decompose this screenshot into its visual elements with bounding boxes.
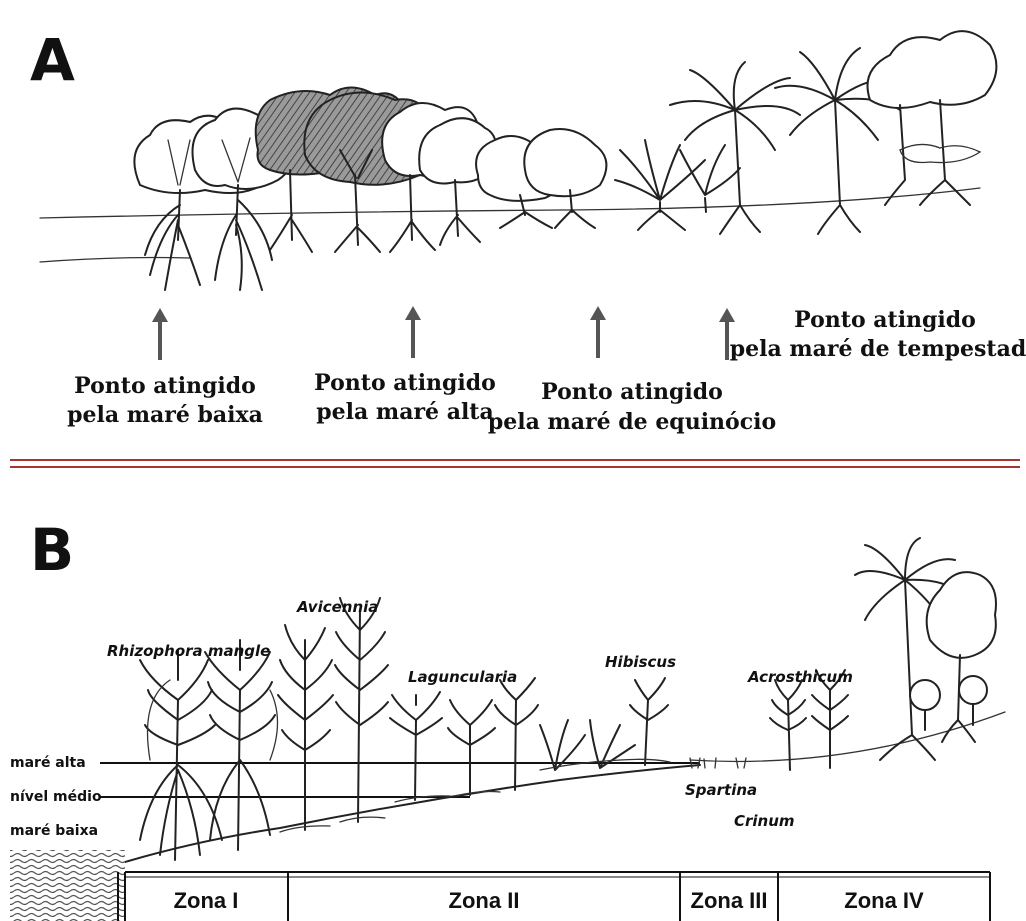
zone-table: Zona I Zona II Zona III Zona IV <box>118 872 990 921</box>
high-tide-label-line2: pela maré alta <box>316 399 493 425</box>
panel-a-equinox-plants <box>615 140 740 230</box>
storm-label-line2: pela maré de tempestade <box>730 336 1026 362</box>
hibiscus-shrubs <box>540 678 670 770</box>
water-block <box>10 850 125 921</box>
label-high-tide: maré alta <box>10 755 86 771</box>
label-mid-level: nível médio <box>10 789 102 805</box>
panel-divider <box>10 460 1020 467</box>
panel-a-arrows <box>152 306 735 360</box>
panel-a-storm-trees <box>868 31 997 205</box>
zone-2-label: Zona II <box>449 888 520 913</box>
panel-a-palms <box>670 48 900 234</box>
panel-b: B <box>10 516 1005 921</box>
equinox-label-line1: Ponto atingido <box>541 379 723 405</box>
panel-a-arrow-labels: Ponto atingido pela maré baixa Ponto ati… <box>67 307 1026 435</box>
spartina-grass <box>690 758 746 768</box>
label-crinum: Crinum <box>734 812 795 830</box>
zone-3-label: Zona III <box>691 888 768 913</box>
label-hibiscus: Hibiscus <box>605 653 676 671</box>
tide-level-lines <box>100 712 1005 797</box>
low-tide-label-line2: pela maré baixa <box>67 402 263 428</box>
arrow-low-tide <box>152 308 168 360</box>
equinox-label-line2: pela maré de equinócio <box>488 409 776 435</box>
panel-a-letter: A <box>30 26 75 94</box>
high-tide-label-line1: Ponto atingido <box>314 370 496 396</box>
label-spartina: Spartina <box>685 781 757 799</box>
zona-iv-trees <box>855 538 996 760</box>
zone-4-label: Zona IV <box>844 888 924 913</box>
tide-level-labels: maré alta nível médio maré baixa <box>10 755 102 839</box>
label-laguncularia: Laguncularia <box>408 668 517 686</box>
label-acrosthicum: Acrosthicum <box>747 668 853 686</box>
low-tide-label-line1: Ponto atingido <box>74 373 256 399</box>
arrow-high-tide <box>405 306 421 358</box>
label-low-tide: maré baixa <box>10 823 98 839</box>
panel-a: A <box>30 26 1026 435</box>
ground-slope <box>125 765 700 862</box>
storm-label-line1: Ponto atingido <box>794 307 976 333</box>
label-rhizophora: Rhizophora mangle <box>107 642 270 660</box>
label-avicennia: Avicennia <box>296 598 378 616</box>
panel-b-letter: B <box>30 516 74 584</box>
laguncularia-trees <box>390 678 538 802</box>
zone-1-label: Zona I <box>174 888 239 913</box>
arrow-equinox-tide <box>590 306 606 358</box>
rhizophora-trees <box>140 640 278 860</box>
